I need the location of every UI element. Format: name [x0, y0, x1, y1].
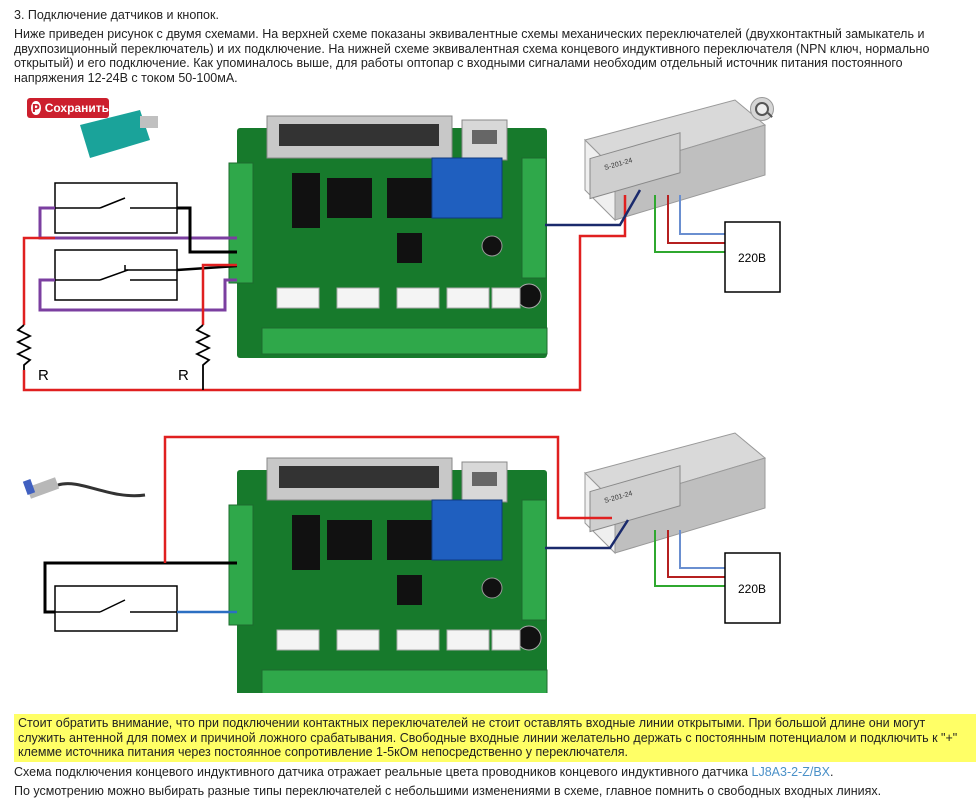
save-button-label: Сохранить [44, 101, 109, 115]
save-to-pinterest-button[interactable]: P Сохранить [27, 98, 109, 118]
mains-label-bottom: 220В [738, 582, 766, 596]
switch-types-paragraph: По усмотрению можно выбирать разные типы… [14, 784, 882, 798]
power-supply-top: S-201-24 [584, 99, 766, 221]
sensor-paragraph-text: Схема подключения концевого индуктивного… [14, 765, 752, 779]
wiring-diagram: S-201-24 R R 220В S-201-24 [15, 99, 781, 693]
mains-label-top: 220В [738, 251, 766, 265]
zoom-in-icon[interactable] [750, 97, 774, 121]
resistor-label-2: R [178, 367, 189, 384]
sensor-paragraph-end: . [830, 765, 834, 779]
sensor-paragraph: Схема подключения концевого индуктивного… [14, 765, 969, 779]
power-supply-bottom: S-201-24 [584, 432, 766, 554]
sensor-model-link[interactable]: LJ8A3-2-Z/BX [751, 765, 831, 779]
microswitch-photo [80, 110, 158, 158]
pinterest-icon: P [31, 101, 41, 115]
section-heading: 3. Подключение датчиков и кнопок. [14, 8, 219, 22]
highlighted-note: Стоит обратить внимание, что при подключ… [14, 714, 976, 762]
intro-paragraph: Ниже приведен рисунок с двумя схемами. Н… [14, 27, 930, 85]
resistor-label-1: R [38, 367, 49, 384]
inductive-sensor-photo [22, 477, 146, 499]
